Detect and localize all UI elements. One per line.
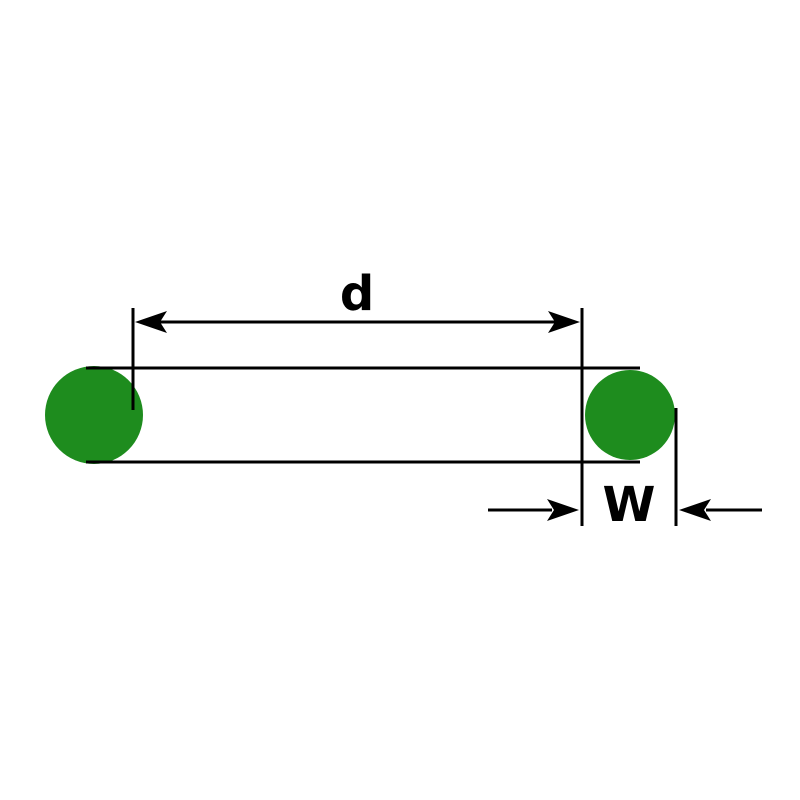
arrowheads-group [135,311,711,521]
oring-left-cross-section-circle [45,366,143,464]
labels-group: d W [340,266,656,533]
d-arrowhead-left-icon [135,311,167,333]
linework-group [86,308,762,526]
w-arrowhead-right-icon [679,499,711,521]
w-arrowhead-left-icon [547,499,579,521]
inner-diameter-label: d [340,266,374,322]
cross-section-width-label: W [603,477,656,533]
oring-right-cross-section-circle [585,370,675,460]
d-arrowhead-right-icon [548,311,580,333]
